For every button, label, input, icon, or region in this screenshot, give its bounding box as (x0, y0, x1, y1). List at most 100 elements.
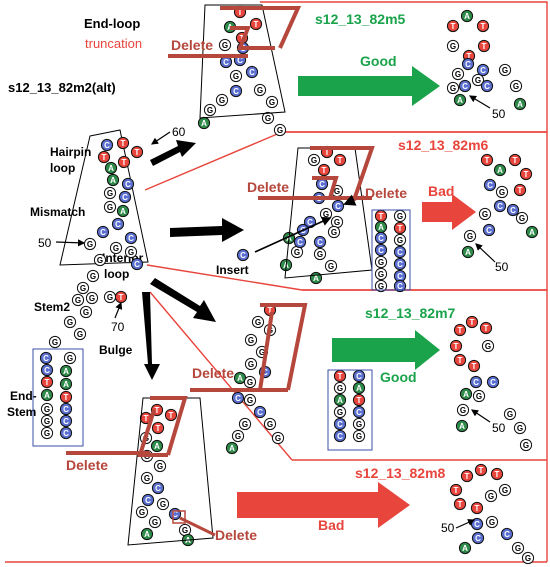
nucleotide-bead (476, 63, 490, 77)
nucleotide-bead (461, 245, 475, 259)
nucleotide-letter: T (119, 293, 124, 302)
nucleotide-letter: C (100, 228, 106, 237)
nucleotide-letter: T (379, 212, 384, 221)
nucleotide-letter: G (160, 500, 166, 509)
nucleotide-letter: C (335, 202, 341, 211)
endstem-label-2: Stem (7, 405, 36, 419)
nucleotide-letter: A (337, 396, 343, 405)
nucleotide-bead (478, 207, 492, 221)
nucleotide-letter: A (110, 176, 116, 185)
nucleotide-letter: A (462, 544, 468, 553)
nucleotide-letter: T (518, 186, 523, 195)
nucleotide-bead (458, 541, 472, 555)
nucleotide-letter: G (525, 554, 531, 563)
nucleotide-bead (374, 279, 388, 293)
nucleotide-bead (124, 231, 138, 245)
nucleotide-bead (156, 497, 170, 511)
nucleotide-bead (515, 211, 529, 225)
num-60-label: 60 (172, 125, 186, 139)
nucleotide-letter: A (465, 248, 471, 257)
nucleotide-bead (453, 497, 467, 511)
nucleotide-bead (393, 221, 407, 235)
nucleotide-bead (111, 217, 125, 231)
nucleotide-letter: T (458, 356, 463, 365)
nucleotide-letter: C (337, 420, 343, 429)
nucleotide-letter: C (480, 66, 486, 75)
nucleotide-letter: C (235, 394, 241, 403)
nucleotide-bead (215, 93, 229, 107)
nucleotide-bead (521, 551, 535, 565)
nucleotide-bead (83, 237, 97, 251)
nucleotide-bead (476, 19, 490, 33)
nucleotide-bead (352, 417, 366, 431)
nucleotide-bead (333, 417, 347, 431)
nucleotide-letter: G (523, 441, 529, 450)
stem2-label: Stem2 (34, 300, 70, 314)
nucleotide-letter: C (122, 193, 128, 202)
nucleotide-letter: C (240, 251, 246, 260)
nucleotide-letter: A (63, 380, 69, 389)
nucleotide-bead (40, 375, 54, 389)
nucleotide-letter: C (475, 534, 481, 543)
nucleotide-bead (327, 225, 341, 239)
nucleotide-letter: G (259, 348, 265, 357)
nucleotide-bead (465, 315, 479, 329)
nucleotide-bead (519, 438, 533, 452)
nucleotide-bead (59, 390, 73, 404)
interior-label-2: loop (104, 267, 129, 281)
nucleotide-letter: G (75, 296, 81, 305)
nucleotide-letter: C (128, 234, 134, 243)
nucleotide-letter: G (77, 330, 83, 339)
nucleotide-letter: G (378, 258, 384, 267)
m6-delete-2: Delete (365, 185, 407, 201)
nucleotide-letter: A (44, 391, 50, 400)
nucleotide-letter: T (45, 378, 50, 387)
nucleotide-bead (449, 339, 463, 353)
nucleotide-letter: G (467, 232, 473, 241)
title-line2: truncation (85, 36, 142, 51)
m7-verdict: Good (380, 369, 417, 385)
nucleotide-letter: T (338, 372, 343, 381)
nucleotide-letter: G (233, 72, 239, 81)
num-70-label: 70 (111, 320, 125, 334)
nucleotide-letter: T (156, 424, 161, 433)
nucleotide-letter: G (502, 486, 508, 495)
nucleotide-bead (525, 225, 539, 239)
m5-verdict: Good (360, 53, 397, 69)
nucleotide-letter: T (458, 500, 463, 509)
nucleotide-letter: G (488, 492, 494, 501)
nucleotide-bead (474, 463, 488, 477)
nucleotide-letter: C (487, 181, 493, 190)
nucleotide-letter: G (219, 96, 225, 105)
nucleotide-letter: T (524, 170, 529, 179)
nucleotide-letter: A (154, 442, 160, 451)
nucleotide-bead (231, 429, 245, 443)
nucleotide-bead (471, 531, 485, 545)
nucleotide-bead (458, 79, 472, 93)
nucleotide-letter: G (337, 384, 343, 393)
m5-name: s12_13_82m5 (315, 11, 406, 27)
nucleotide-letter: G (90, 272, 96, 281)
m6-verdict-arrow (422, 194, 476, 230)
nucleotide-letter: G (67, 318, 73, 327)
nucleotide-bead (374, 231, 388, 245)
nucleotide-letter: C (43, 354, 49, 363)
nucleotide-letter: A (120, 207, 126, 216)
nucleotide-letter: C (63, 405, 69, 414)
nucleotide-bead (511, 541, 525, 555)
nucleotide-letter: G (182, 526, 188, 535)
nucleotide-bead (39, 351, 53, 365)
nucleotide-letter: C (397, 248, 403, 257)
nucleotide-bead (352, 393, 366, 407)
nucleotide-bead (293, 235, 307, 249)
nucleotide-letter: C (497, 202, 503, 211)
nucleotide-bead (463, 229, 477, 243)
nucleotide-letter: G (507, 410, 513, 419)
m7-num: 50 (492, 421, 506, 435)
nucleotide-letter: A (517, 100, 523, 109)
nucleotide-bead (261, 111, 275, 125)
nucleotide-letter: G (247, 396, 253, 405)
nucleotide-bead (352, 381, 366, 395)
nucleotide-letter: C (397, 272, 403, 281)
nucleotide-bead (244, 333, 258, 347)
